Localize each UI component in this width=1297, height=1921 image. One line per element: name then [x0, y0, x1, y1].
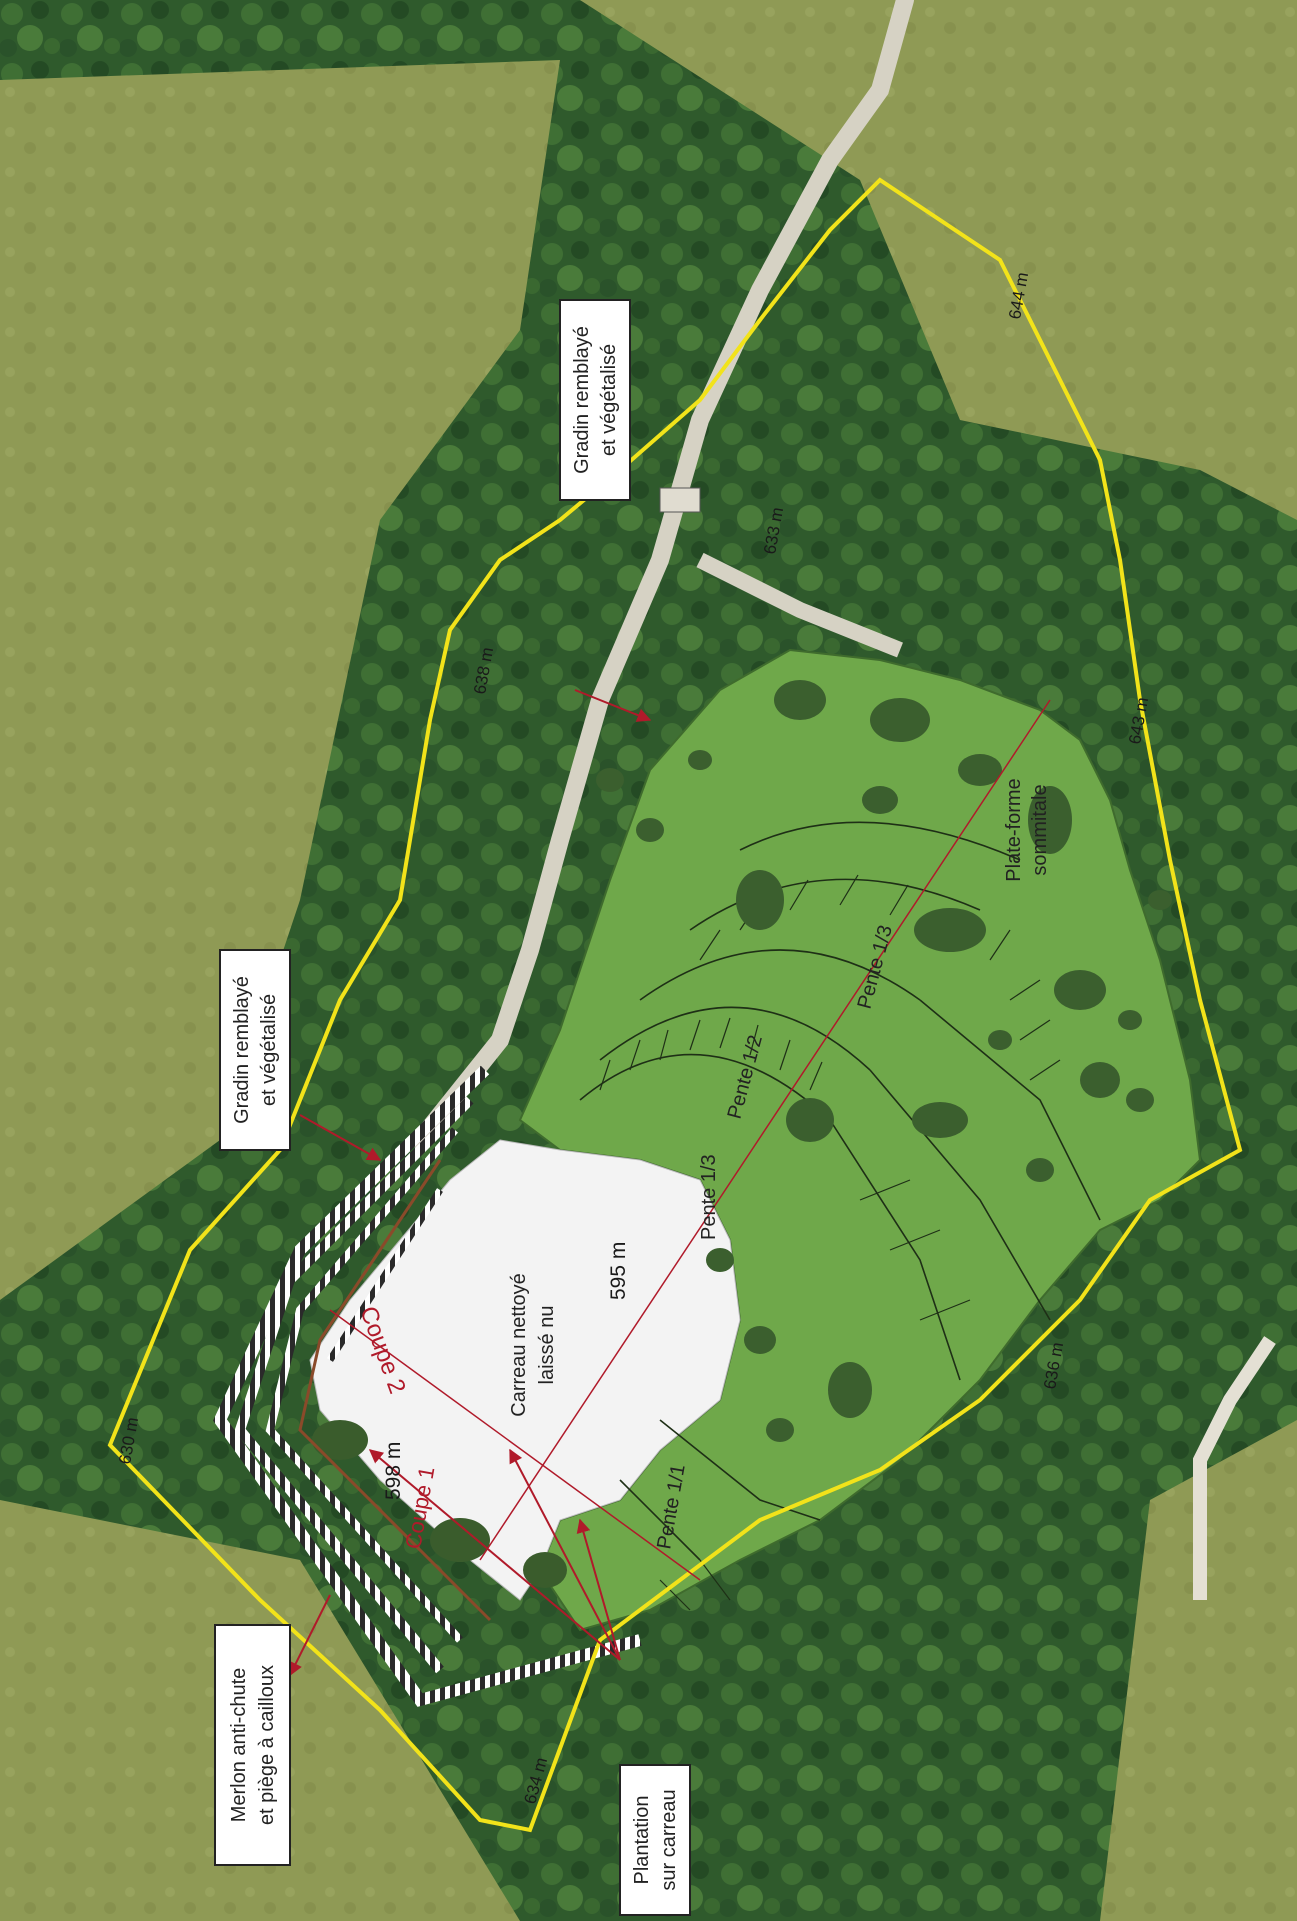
site-boundary: [107, 177, 1243, 1833]
label-arrows: [289, 689, 652, 1677]
quarry-benches: [213, 1065, 642, 1707]
coupe-lines: [329, 699, 1051, 1581]
pente-1-3b-label: Pente 1/3: [698, 1154, 720, 1240]
building: [659, 487, 701, 513]
elevation-598: 598 m: [382, 1442, 405, 1500]
carreau-floor: [309, 1139, 741, 1601]
plantation-label-box: [619, 1764, 691, 1916]
tree-clumps: [596, 680, 1172, 1442]
gradin-left-label-2: et végétalisé: [258, 994, 280, 1106]
merlon-label-box: [214, 1624, 291, 1866]
plantation-label-2: sur carreau: [658, 1789, 680, 1890]
meadow-southeast: [1100, 1420, 1297, 1921]
carreau-label-2: laissé nu: [536, 1306, 558, 1385]
elevation-595: 595 m: [607, 1242, 630, 1300]
plateforme-label-2: sommitale: [1029, 784, 1051, 875]
platform-road: [696, 552, 903, 658]
meadow-north: [580, 0, 1297, 520]
merlon-label-1: Merlon anti-chute: [228, 1668, 250, 1823]
carreau-label-1: Carreau nettoyé: [508, 1273, 530, 1416]
carreau-plantation-clumps: [312, 1420, 567, 1588]
plateforme-label-1: Plate-forme: [1003, 778, 1025, 881]
east-track: [1193, 1336, 1276, 1600]
gradin-top-label-1: Gradin remblayé: [571, 326, 593, 474]
coupe-2-line: [329, 1309, 701, 1581]
gradin-top-label-box: [559, 299, 631, 501]
meadow-west: [0, 60, 560, 1300]
access-road: [411, 0, 914, 1149]
merlon-label-2: et piège à cailloux: [256, 1665, 278, 1825]
plantation-label-1: Plantation: [631, 1796, 653, 1885]
gradin-left-label-box: [219, 949, 291, 1151]
gradin-left-label-1: Gradin remblayé: [231, 976, 253, 1124]
gradin-top-label-2: et végétalisé: [598, 344, 620, 456]
coupe-1-line: [479, 699, 1051, 1561]
